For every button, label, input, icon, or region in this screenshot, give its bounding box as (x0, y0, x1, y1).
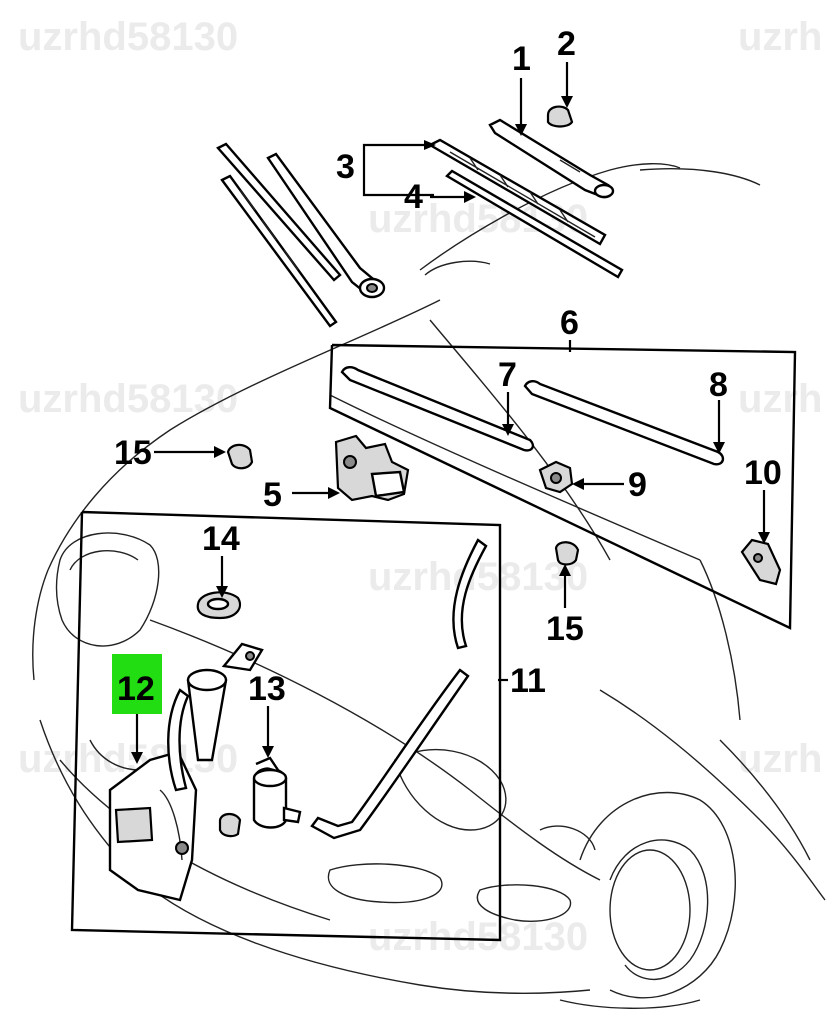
washer-nozzle-upper (226, 443, 254, 470)
watermark: uzrhd58130 (18, 377, 238, 421)
callout-14: 14 (202, 520, 240, 558)
callout-9: 9 (628, 466, 647, 504)
wiper-arm-left (216, 142, 386, 328)
washer-tank (108, 642, 264, 902)
wiper-motor (334, 434, 410, 502)
wiper-blade-right (427, 138, 607, 246)
callout-6: 6 (560, 304, 579, 342)
callout-2: 2 (557, 25, 576, 63)
callout-12-highlight (112, 654, 162, 714)
wiper-blade-rubber (445, 169, 624, 279)
callout-4: 4 (404, 178, 423, 216)
grommet (196, 591, 242, 620)
callout-11: 11 (510, 662, 546, 700)
wiper-arm-right (488, 118, 615, 199)
pivot-cap (546, 105, 574, 128)
callout-numbers: 1 2 3 4 5 6 7 8 9 10 11 12 13 14 15 15 (114, 25, 782, 708)
callout-7: 7 (498, 356, 517, 394)
callout-13: 13 (248, 670, 286, 708)
callout-5: 5 (263, 476, 282, 514)
washer-hose (310, 538, 488, 840)
watermark: uzrh (738, 15, 822, 59)
washer-nozzle-lower (554, 541, 580, 566)
washer-pump (218, 756, 302, 838)
callout-3: 3 (336, 148, 355, 186)
watermark: uzrhd58130 (18, 15, 238, 59)
blade-rubber-right (523, 380, 725, 466)
blade-clip (538, 460, 574, 494)
callout-12: 12 (117, 670, 155, 708)
leader-lines (131, 62, 770, 764)
callout-1: 1 (512, 40, 531, 78)
callout-8: 8 (709, 366, 728, 404)
callout-15-lower: 15 (546, 610, 584, 648)
group-box-6 (328, 343, 797, 630)
blade-rubber-left (340, 366, 535, 452)
group-box-11 (70, 510, 502, 942)
callout-15-upper: 15 (114, 434, 152, 472)
watermark: uzrh (738, 377, 822, 421)
mount-bracket (740, 538, 782, 586)
watermark: uzrh (738, 737, 822, 781)
callout-10: 10 (744, 454, 782, 492)
